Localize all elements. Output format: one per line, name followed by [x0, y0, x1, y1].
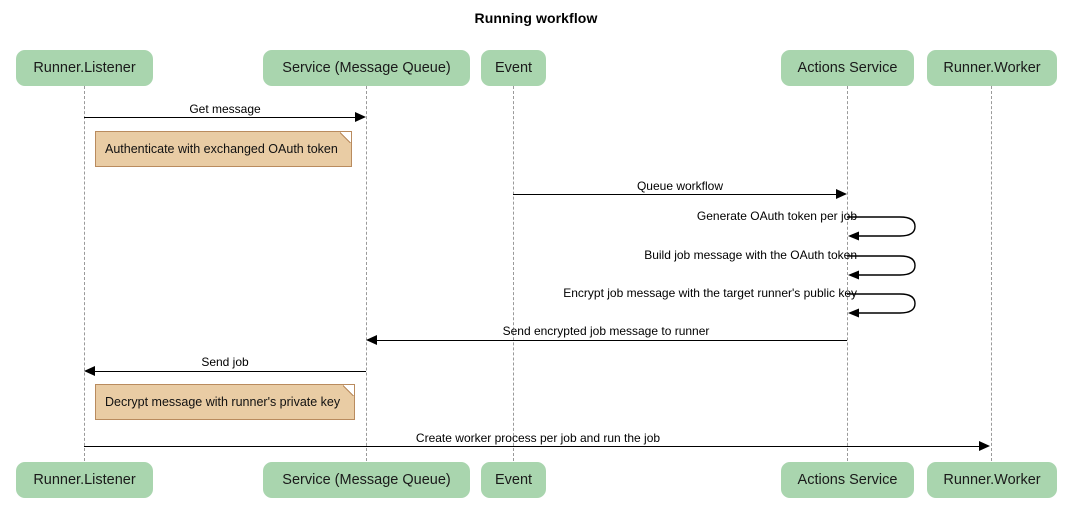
message-label-get-message: Get message — [189, 102, 261, 116]
participant-label: Service (Message Queue) — [282, 472, 451, 488]
message-selfloop-build-job-message — [847, 255, 916, 280]
message-label-create-worker-process: Create worker process per job and run th… — [415, 431, 661, 445]
message-label-encrypt-job-message: Encrypt job message with the target runn… — [563, 286, 857, 300]
message-label-send-job: Send job — [201, 355, 249, 369]
participant-event-top[interactable]: Event — [481, 50, 546, 86]
message-line-create-worker-process — [84, 446, 980, 447]
participant-actions-service-top[interactable]: Actions Service — [781, 50, 914, 86]
message-line-send-encrypted-job-message — [377, 340, 847, 341]
participant-runner-listener-top[interactable]: Runner.Listener — [16, 50, 153, 86]
participant-actions-service-bottom[interactable]: Actions Service — [781, 462, 914, 498]
participant-label: Runner.Worker — [943, 60, 1041, 76]
lifeline-service-message-queue — [366, 86, 367, 461]
message-selfloop-generate-oauth-token — [847, 216, 916, 241]
diagram-title: Running workflow — [474, 10, 598, 26]
lifeline-actions-service — [847, 86, 848, 461]
message-label-queue-workflow: Queue workflow — [636, 179, 724, 193]
participant-label: Service (Message Queue) — [282, 60, 451, 76]
participant-service-message-queue-bottom[interactable]: Service (Message Queue) — [263, 462, 470, 498]
message-line-send-job — [95, 371, 366, 372]
message-arrowhead-send-job — [84, 366, 95, 376]
note-fold-corner-icon — [343, 385, 354, 396]
message-arrowhead-create-worker-process — [979, 441, 990, 451]
message-label-generate-oauth-token: Generate OAuth token per job — [696, 209, 857, 223]
note-text: Decrypt message with runner's private ke… — [105, 395, 341, 409]
lifeline-runner-listener — [84, 86, 85, 461]
participant-runner-listener-bottom[interactable]: Runner.Listener — [16, 462, 153, 498]
participant-service-message-queue-top[interactable]: Service (Message Queue) — [263, 50, 470, 86]
note-text: Authenticate with exchanged OAuth token — [105, 142, 338, 156]
note-fold-corner-icon — [340, 132, 351, 143]
lifeline-runner-worker — [991, 86, 992, 461]
participant-label: Runner.Listener — [33, 472, 136, 488]
participant-label: Event — [494, 60, 533, 76]
message-label-build-job-message: Build job message with the OAuth token — [644, 248, 857, 262]
message-arrowhead-get-message — [355, 112, 366, 122]
message-selfloop-encrypt-job-message — [847, 293, 916, 318]
note-decrypt: Decrypt message with runner's private ke… — [95, 384, 355, 420]
message-line-queue-workflow — [513, 194, 837, 195]
participant-label: Runner.Worker — [943, 472, 1041, 488]
participant-runner-worker-bottom[interactable]: Runner.Worker — [927, 462, 1057, 498]
message-line-get-message — [84, 117, 356, 118]
note-authenticate: Authenticate with exchanged OAuth token — [95, 131, 352, 167]
participant-label: Actions Service — [797, 60, 898, 76]
message-label-send-encrypted-job-message: Send encrypted job message to runner — [502, 324, 710, 338]
participant-runner-worker-top[interactable]: Runner.Worker — [927, 50, 1057, 86]
participant-label: Runner.Listener — [33, 60, 136, 76]
message-arrowhead-send-encrypted-job-message — [366, 335, 377, 345]
participant-event-bottom[interactable]: Event — [481, 462, 546, 498]
participant-label: Actions Service — [797, 472, 898, 488]
participant-label: Event — [494, 472, 533, 488]
message-arrowhead-queue-workflow — [836, 189, 847, 199]
lifeline-event — [513, 86, 514, 461]
